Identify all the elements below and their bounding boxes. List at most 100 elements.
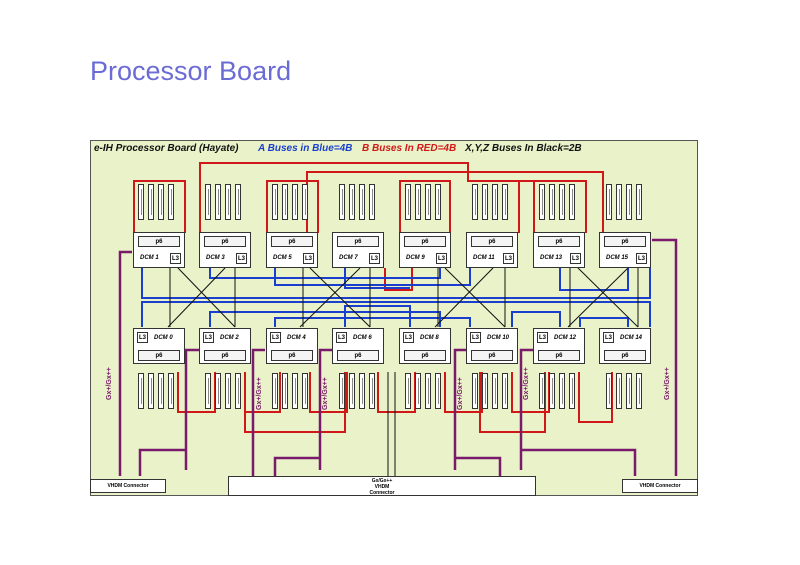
processor-chip: p6 xyxy=(138,350,180,361)
dimm xyxy=(369,184,375,220)
dimm xyxy=(492,373,498,409)
dimm xyxy=(559,373,565,409)
dimm xyxy=(606,373,612,409)
dimm xyxy=(405,184,411,220)
dimm xyxy=(482,184,488,220)
l3-cache: L3 xyxy=(537,332,548,343)
dimm xyxy=(636,184,642,220)
dimm xyxy=(626,184,632,220)
dimm xyxy=(425,373,431,409)
processor-chip: p6 xyxy=(404,350,446,361)
processor-chip: p6 xyxy=(404,236,446,247)
l3-cache: L3 xyxy=(170,253,181,264)
l3-cache: L3 xyxy=(270,332,281,343)
processor-chip: p6 xyxy=(271,350,313,361)
processor-chip: p6 xyxy=(271,236,313,247)
dimm xyxy=(425,184,431,220)
dimm xyxy=(369,373,375,409)
dimm xyxy=(435,373,441,409)
gx-label: Gx+/Gx++ xyxy=(106,367,113,400)
dcm-label: DCM 15 xyxy=(606,255,629,261)
dcm-10: p6 L3 DCM 10 xyxy=(466,328,518,364)
center-vhdm-connector: Gx/Gx++ VHDM Connector xyxy=(228,476,536,496)
l3-cache: L3 xyxy=(303,253,314,264)
dimm xyxy=(539,373,545,409)
dcm-label: DCM 12 xyxy=(554,335,577,341)
a-bus xyxy=(141,268,651,327)
dimm xyxy=(138,373,144,409)
dimm xyxy=(292,373,298,409)
dimm xyxy=(168,373,174,409)
dimm xyxy=(339,373,345,409)
l3-cache: L3 xyxy=(137,332,148,343)
dcm-5: p6 L3 DCM 5 xyxy=(266,232,318,268)
dimm xyxy=(282,184,288,220)
page-title: Processor Board xyxy=(90,56,292,86)
dcm-12: p6 L3 DCM 12 xyxy=(533,328,585,364)
dimm xyxy=(606,184,612,220)
dcm-label: DCM 14 xyxy=(620,335,643,341)
dcm-label: DCM 4 xyxy=(287,335,306,341)
dimm xyxy=(225,373,231,409)
dimm xyxy=(616,373,622,409)
center-connector-line1: Gx/Gx++ xyxy=(371,478,393,484)
dimm xyxy=(636,373,642,409)
processor-chip: p6 xyxy=(538,236,580,247)
dimm xyxy=(549,373,555,409)
dcm-1: p6 L3 DCM 1 xyxy=(133,232,185,268)
dcm-3: p6 L3 DCM 3 xyxy=(199,232,251,268)
dimm xyxy=(502,184,508,220)
center-connector-line2: VHDM xyxy=(374,484,390,490)
dcm-0: p6 L3 DCM 0 xyxy=(133,328,185,364)
dimm xyxy=(349,373,355,409)
dimm xyxy=(626,373,632,409)
dcm-15: p6 L3 DCM 15 xyxy=(599,232,651,268)
dcm-6: p6 L3 DCM 6 xyxy=(332,328,384,364)
b-bus-top xyxy=(133,162,604,291)
dcm-label: DCM 13 xyxy=(540,255,563,261)
dimm xyxy=(559,184,565,220)
l3-cache: L3 xyxy=(470,332,481,343)
dcm-label: DCM 3 xyxy=(206,255,225,261)
processor-chip: p6 xyxy=(538,350,580,361)
dimm xyxy=(205,373,211,409)
dimm xyxy=(502,373,508,409)
l3-cache: L3 xyxy=(369,253,380,264)
processor-chip: p6 xyxy=(604,350,646,361)
xyz-buses-legend: X,Y,Z Buses In Black=2B xyxy=(465,143,582,154)
dimm xyxy=(472,184,478,220)
dimm xyxy=(235,373,241,409)
dcm-13: p6 L3 DCM 13 xyxy=(533,232,585,268)
dimm xyxy=(359,373,365,409)
dimm xyxy=(148,184,154,220)
gx-label: Gx+/Gx++ xyxy=(322,377,329,410)
dcm-8: p6 L3 DCM 8 xyxy=(399,328,451,364)
dcm-label: DCM 9 xyxy=(406,255,425,261)
dimm xyxy=(215,184,221,220)
l3-cache: L3 xyxy=(436,253,447,264)
dimm xyxy=(482,373,488,409)
dimm xyxy=(359,184,365,220)
dimm xyxy=(282,373,288,409)
dcm-11: p6 L3 DCM 11 xyxy=(466,232,518,268)
l3-cache: L3 xyxy=(603,332,614,343)
dimm xyxy=(158,373,164,409)
dimm xyxy=(235,184,241,220)
processor-chip: p6 xyxy=(138,236,180,247)
dimm xyxy=(339,184,345,220)
dcm-label: DCM 0 xyxy=(154,335,173,341)
dimm xyxy=(168,184,174,220)
gx-label: Gx+/Gx++ xyxy=(256,377,263,410)
dimm xyxy=(415,373,421,409)
dimm xyxy=(415,184,421,220)
l3-cache: L3 xyxy=(503,253,514,264)
dimm xyxy=(569,184,575,220)
processor-chip: p6 xyxy=(204,236,246,247)
dimm xyxy=(405,373,411,409)
dimm xyxy=(349,184,355,220)
dimm xyxy=(616,184,622,220)
dimm xyxy=(138,184,144,220)
dimm xyxy=(492,184,498,220)
dimm xyxy=(272,373,278,409)
